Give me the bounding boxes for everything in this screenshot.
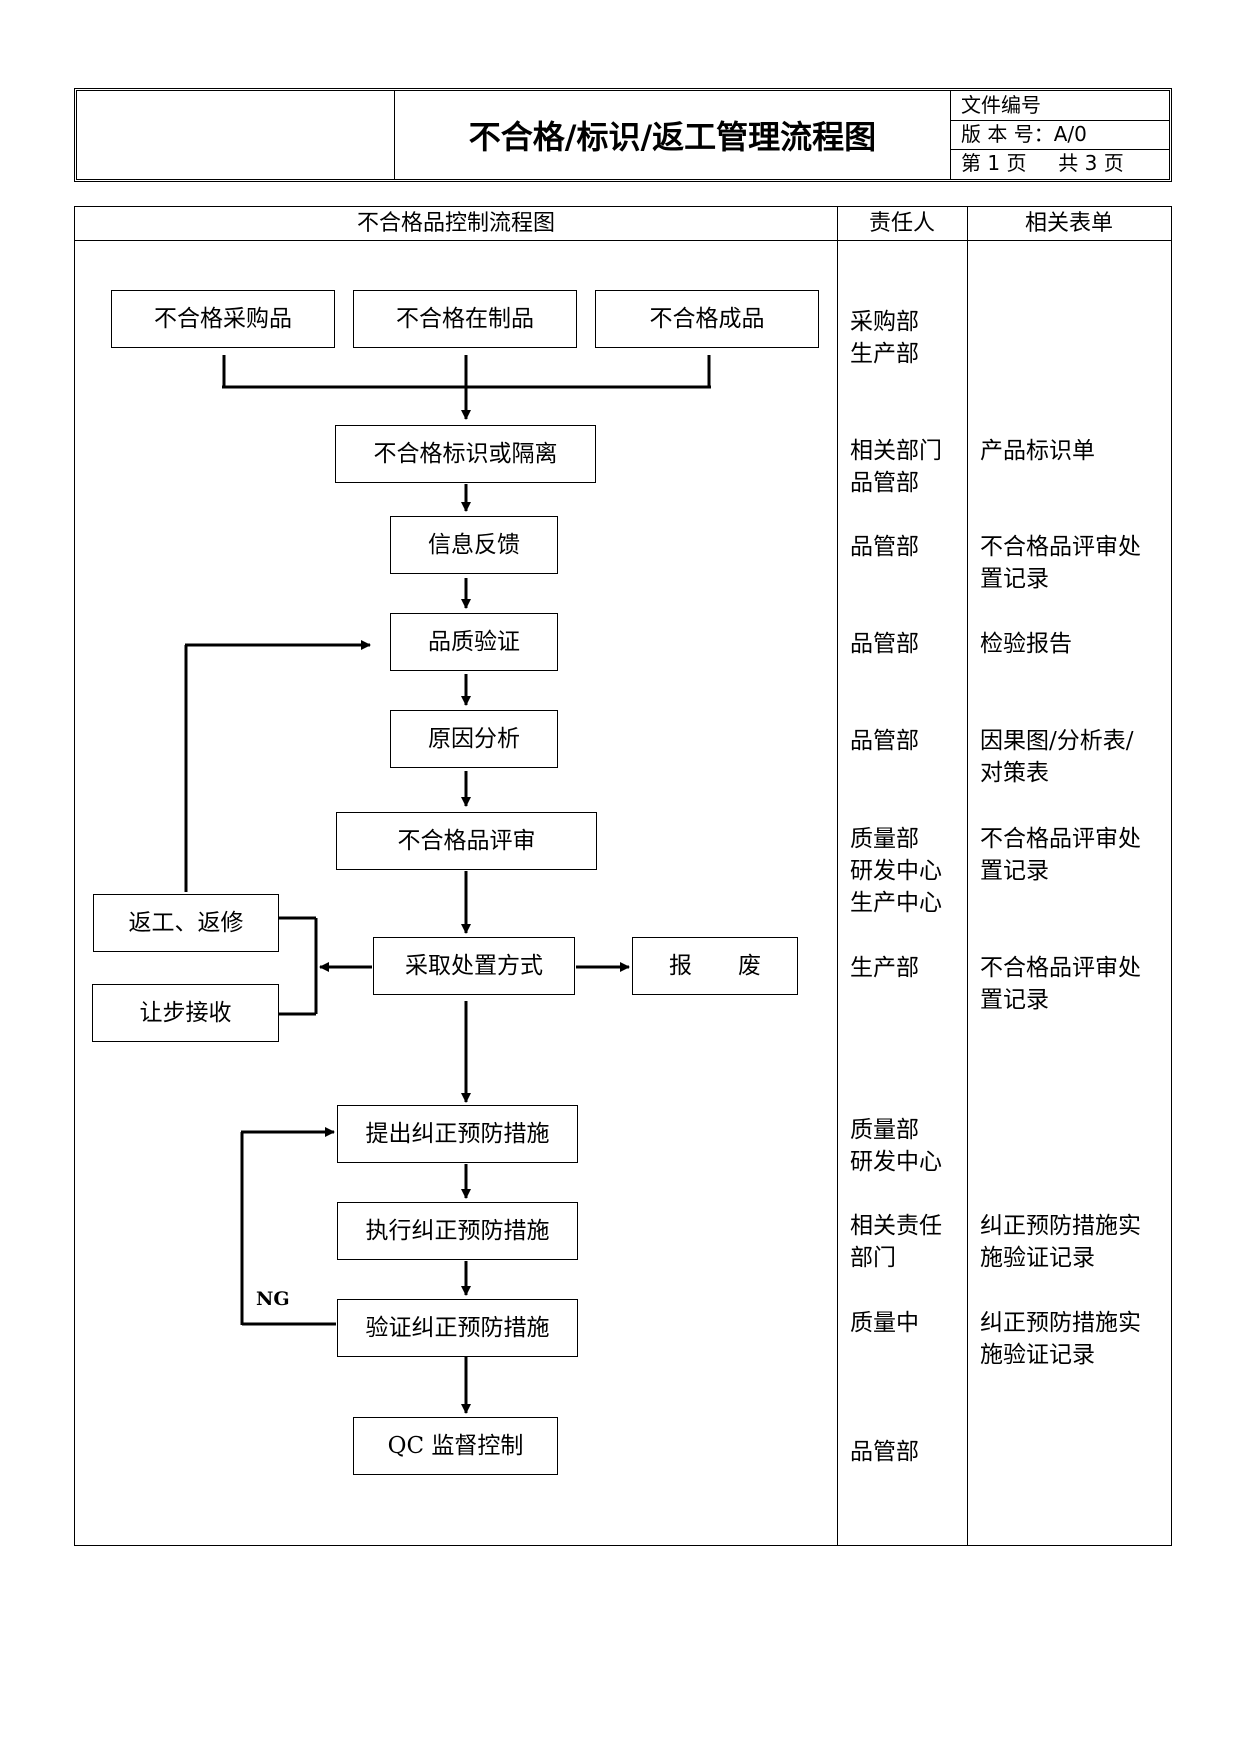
col-flow-header: 不合格品控制流程图 [356, 211, 555, 236]
owner-line: 相关责任 [850, 1213, 942, 1239]
owner-line: 品管部 [850, 728, 919, 754]
column-divider [967, 207, 968, 1545]
flow-node-disposal: 采取处置方式 [373, 937, 575, 995]
document-title: 不合格/标识/返工管理流程图 [395, 91, 951, 179]
flow-node-verify-quality: 品质验证 [390, 613, 558, 671]
owner-line: 采购部 [850, 309, 919, 335]
flow-node-review: 不合格品评审 [336, 812, 597, 870]
page-current: 1 [987, 151, 1001, 175]
page-label-a: 第 [961, 151, 981, 175]
form-line: 不合格品评审处 [980, 534, 1141, 560]
owner-line: 生产中心 [850, 890, 942, 916]
form-line: 对策表 [980, 760, 1049, 786]
form-line: 不合格品评审处 [980, 955, 1141, 981]
version-row: 版 本 号：A/0 [951, 120, 1169, 150]
owner-cell: 质量部 研发中心 [850, 1114, 942, 1178]
flow-node-propose: 提出纠正预防措施 [337, 1105, 578, 1163]
owner-line: 生产部 [850, 955, 919, 981]
owner-line: 品管部 [850, 470, 919, 496]
form-line: 因果图/分析表/ [980, 728, 1134, 754]
form-line: 施验证记录 [980, 1245, 1095, 1271]
col-owner-header: 责任人 [868, 211, 935, 236]
form-line: 施验证记录 [980, 1342, 1095, 1368]
form-cell: 因果图/分析表/ 对策表 [980, 725, 1134, 789]
owner-line: 质量部 [850, 1117, 919, 1143]
owner-line: 品管部 [850, 1439, 919, 1465]
form-line: 置记录 [980, 858, 1049, 884]
flow-node-identify: 不合格标识或隔离 [335, 425, 596, 483]
page-count-row: 第 1 页 共 3 页 [951, 149, 1169, 178]
page-total: 3 [1084, 151, 1098, 175]
owner-cell: 品管部 [850, 628, 919, 660]
flow-node-feedback: 信息反馈 [390, 516, 558, 574]
owner-line: 相关部门 [850, 438, 942, 464]
doc-number-row: 文件编号 [951, 91, 1169, 121]
flow-node-cause: 原因分析 [390, 710, 558, 768]
owner-cell: 生产部 [850, 952, 919, 984]
form-line: 产品标识单 [980, 438, 1095, 464]
page-label-d: 页 [1103, 151, 1124, 175]
ng-label: NG [256, 1288, 290, 1310]
form-cell: 纠正预防措施实 施验证记录 [980, 1210, 1141, 1274]
owner-line: 生产部 [850, 341, 919, 367]
owner-line: 质量部 [850, 826, 919, 852]
flow-node-verify-action: 验证纠正预防措施 [337, 1299, 578, 1357]
page-label-b: 页 [1006, 151, 1027, 175]
owner-cell: 质量中 [850, 1307, 919, 1339]
owner-cell: 质量部 研发中心 生产中心 [850, 823, 942, 919]
logo-cell [77, 91, 395, 179]
owner-line: 研发中心 [850, 1149, 942, 1175]
form-line: 纠正预防措施实 [980, 1310, 1141, 1336]
flow-node-concession: 让步接收 [92, 984, 279, 1042]
flow-node-scrap: 报 废 [632, 937, 798, 995]
column-divider [837, 207, 838, 1545]
owner-line: 质量中 [850, 1310, 919, 1336]
form-cell: 不合格品评审处 置记录 [980, 952, 1141, 1016]
owner-cell: 品管部 [850, 725, 919, 757]
form-cell: 不合格品评审处 置记录 [980, 823, 1141, 887]
owner-line: 研发中心 [850, 858, 942, 884]
flow-node-rework: 返工、返修 [93, 894, 279, 952]
flow-table: 不合格品控制流程图 责任人 相关表单 [74, 206, 1172, 1546]
form-line: 不合格品评审处 [980, 826, 1141, 852]
owner-cell: 采购部 生产部 [850, 306, 919, 370]
form-cell: 纠正预防措施实 施验证记录 [980, 1307, 1141, 1371]
form-cell: 不合格品评审处 置记录 [980, 531, 1141, 595]
owner-cell: 相关部门 品管部 [850, 435, 942, 499]
flow-node-finished: 不合格成品 [595, 290, 819, 348]
form-cell: 检验报告 [980, 628, 1072, 660]
version-label: 版 本 号： [961, 122, 1054, 146]
flow-node-execute: 执行纠正预防措施 [337, 1202, 578, 1260]
version-value: A/0 [1053, 122, 1087, 146]
flow-node-qc: QC 监督控制 [353, 1417, 558, 1475]
form-line: 检验报告 [980, 631, 1072, 657]
owner-line: 部门 [850, 1245, 896, 1271]
document-meta: 文件编号 版 本 号：A/0 第 1 页 共 3 页 [951, 91, 1169, 179]
document-header: 不合格/标识/返工管理流程图 文件编号 版 本 号：A/0 第 1 页 共 3 … [74, 88, 1172, 182]
flow-node-wip: 不合格在制品 [353, 290, 577, 348]
owner-line: 品管部 [850, 631, 919, 657]
table-header: 不合格品控制流程图 责任人 相关表单 [75, 207, 1171, 241]
form-cell: 产品标识单 [980, 435, 1095, 467]
form-line: 纠正预防措施实 [980, 1213, 1141, 1239]
col-forms-header: 相关表单 [1024, 211, 1113, 236]
flow-node-purchased: 不合格采购品 [111, 290, 335, 348]
owner-cell: 相关责任 部门 [850, 1210, 942, 1274]
owner-cell: 品管部 [850, 1436, 919, 1468]
form-line: 置记录 [980, 987, 1049, 1013]
owner-line: 品管部 [850, 534, 919, 560]
form-line: 置记录 [980, 566, 1049, 592]
doc-number-label: 文件编号 [961, 93, 1041, 117]
owner-cell: 品管部 [850, 531, 919, 563]
page-label-c: 共 [1058, 151, 1079, 175]
